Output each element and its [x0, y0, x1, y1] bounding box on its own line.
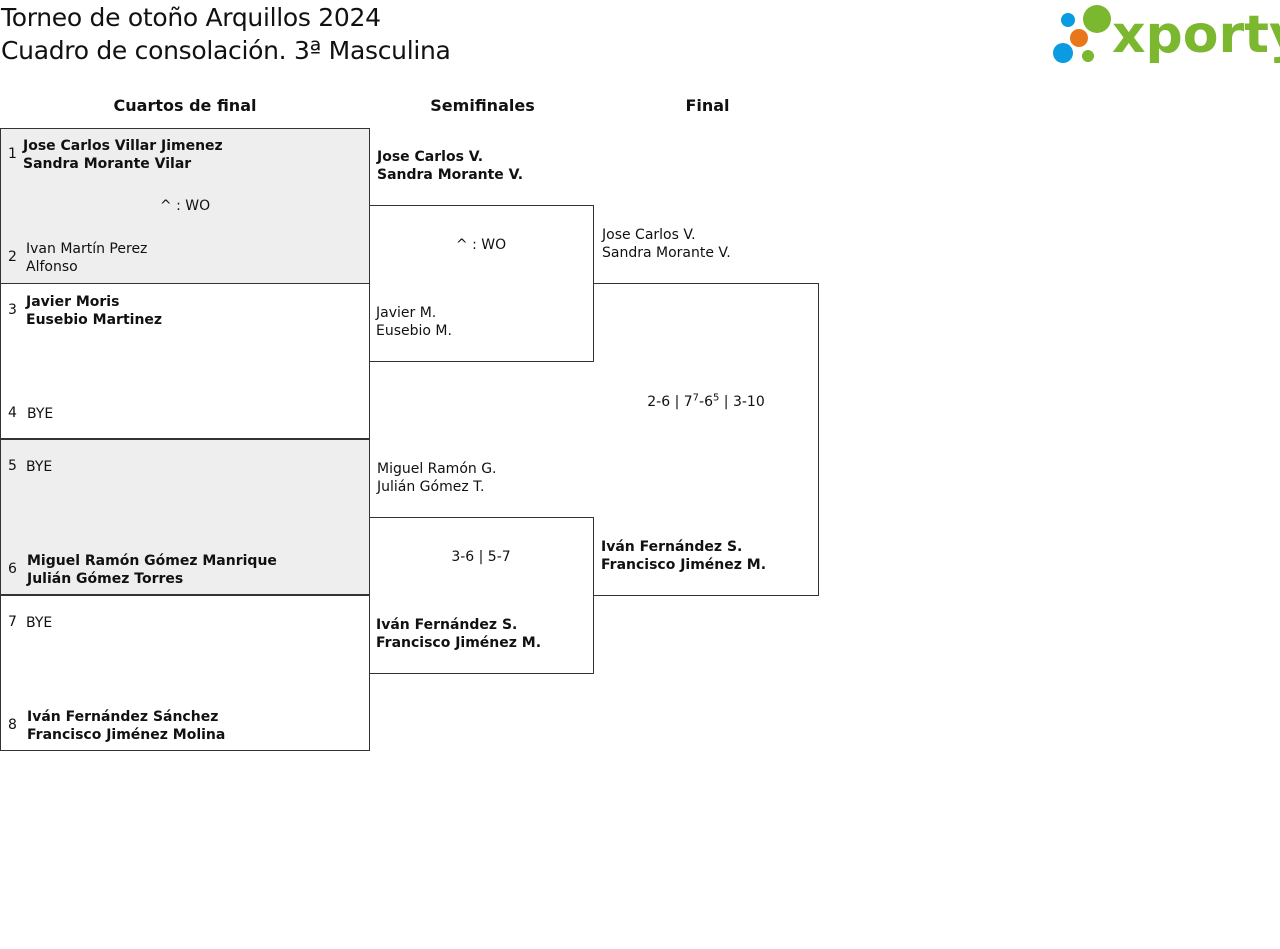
- logo-wordmark: xporty: [1112, 5, 1280, 65]
- team-line: Julián Gómez Torres: [27, 571, 184, 587]
- xporty-logo: [1053, 5, 1111, 63]
- round-header-quarterfinals: Cuartos de final: [113, 96, 257, 115]
- logo-dot-green: [1083, 5, 1111, 33]
- team-line: Eusebio M.: [376, 323, 452, 339]
- team-line: Francisco Jiménez M.: [376, 635, 542, 651]
- round-header-final: Final: [685, 96, 730, 115]
- round-header-semifinals: Semifinales: [430, 96, 535, 115]
- team-line: Iván Fernández Sánchez: [27, 709, 219, 725]
- team-line: Iván Fernández S.: [376, 617, 518, 633]
- semifinal-1-top-line: Sandra Morante V.: [377, 167, 524, 183]
- team-line: Sandra Morante Vilar: [23, 156, 192, 172]
- quarterfinal-match-2: 3 Javier Moris Eusebio Martinez 4 BYE: [0, 283, 370, 439]
- seed-number: 1: [8, 146, 17, 162]
- logo-dot-blue-small: [1061, 13, 1075, 27]
- tournament-title: Torneo de otoño Arquillos 2024: [1, 3, 381, 32]
- bye-label: BYE: [26, 615, 53, 631]
- semifinal-match-1: ^ : WO Javier M. Eusebio M.: [369, 205, 594, 362]
- team-line: Miguel Ramón Gómez Manrique: [27, 553, 277, 569]
- seed-number: 6: [8, 561, 17, 577]
- semifinal-2-top-line: Julián Gómez T.: [377, 479, 485, 495]
- team-line: Alfonso: [26, 259, 78, 275]
- final-top-line: Sandra Morante V.: [602, 245, 731, 261]
- quarterfinal-match-3: 5 BYE 6 Miguel Ramón Gómez Manrique Juli…: [0, 439, 370, 595]
- final-score: 2-6 | 77-65 | 3-10: [594, 392, 818, 410]
- logo-dot-green-small: [1082, 50, 1094, 62]
- score-part: -6: [699, 394, 713, 410]
- logo-dot-orange: [1070, 29, 1088, 47]
- seed-number: 8: [8, 717, 17, 733]
- team-line: Ivan Martín Perez: [26, 241, 148, 257]
- seed-number: 3: [8, 302, 17, 318]
- final-match: 2-6 | 77-65 | 3-10 Iván Fernández S. Fra…: [594, 283, 819, 596]
- score-part: 2-6 | 7: [647, 394, 693, 410]
- tiebreak-score: 7: [692, 392, 700, 404]
- draw-subtitle: Cuadro de consolación. 3ª Masculina: [1, 36, 451, 65]
- score-part: | 3-10: [719, 394, 765, 410]
- seed-number: 5: [8, 458, 17, 474]
- team-line: Javier M.: [376, 305, 437, 321]
- match-score: ^ : WO: [455, 237, 507, 253]
- match-score: ^ : WO: [159, 198, 211, 214]
- team-line: Javier Moris: [26, 294, 120, 310]
- team-line: Francisco Jiménez Molina: [27, 727, 226, 743]
- logo-dot-blue-large: [1053, 43, 1073, 63]
- bye-label: BYE: [26, 459, 53, 475]
- seed-number: 4: [8, 405, 17, 421]
- bye-label: BYE: [27, 406, 54, 422]
- seed-number: 7: [8, 614, 17, 630]
- team-line: Eusebio Martinez: [26, 312, 163, 328]
- final-top-line: Jose Carlos V.: [602, 227, 696, 243]
- semifinal-match-2: 3-6 | 5-7 Iván Fernández S. Francisco Ji…: [369, 517, 594, 674]
- seed-number: 2: [8, 249, 17, 265]
- tiebreak-score: 5: [712, 392, 720, 404]
- match-score: 3-6 | 5-7: [451, 549, 511, 565]
- quarterfinal-match-4: 7 BYE 8 Iván Fernández Sánchez Francisco…: [0, 595, 370, 751]
- team-line: Jose Carlos Villar Jimenez: [23, 138, 223, 154]
- semifinal-1-top-line: Jose Carlos V.: [377, 149, 484, 165]
- quarterfinal-match-1: 1 Jose Carlos Villar Jimenez Sandra Mora…: [0, 128, 370, 284]
- team-line: Iván Fernández S.: [601, 539, 743, 555]
- team-line: Francisco Jiménez M.: [601, 557, 767, 573]
- semifinal-2-top-line: Miguel Ramón G.: [377, 461, 497, 477]
